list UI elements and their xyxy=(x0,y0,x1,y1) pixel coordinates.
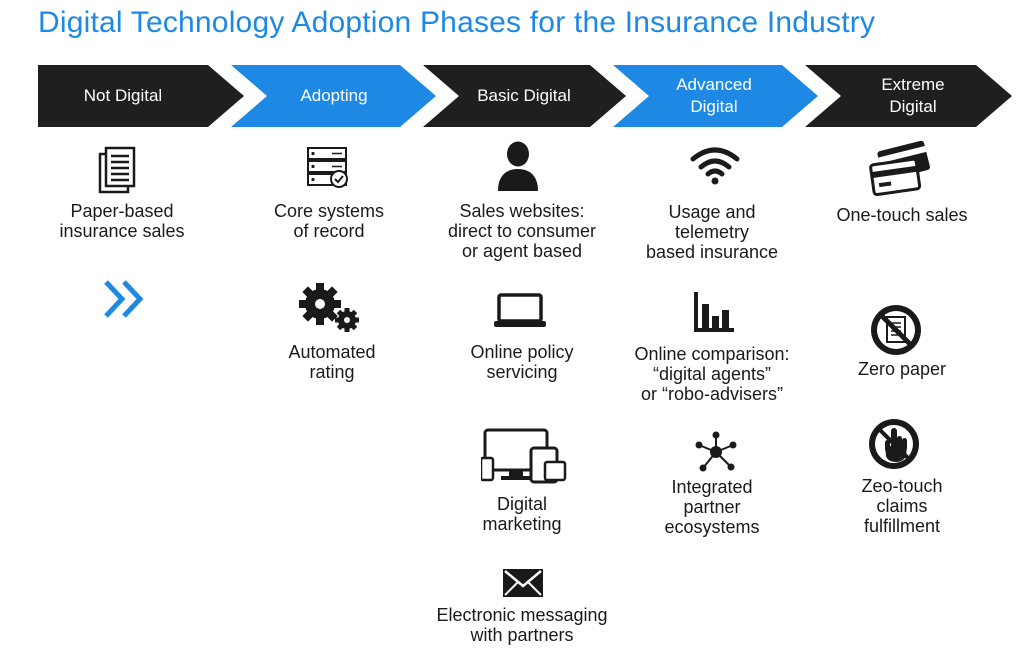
item-one-touch-sales: One-touch sales xyxy=(836,205,968,225)
credit-cards-icon xyxy=(868,140,932,196)
phase-basic-digital-label: Basic Digital xyxy=(477,86,571,105)
item-zero-paper: Zero paper xyxy=(857,359,947,379)
wifi-icon xyxy=(689,145,741,185)
phase-adopting-label: Adopting xyxy=(300,86,368,105)
phase-extreme-digital-chevron xyxy=(805,65,1012,127)
laptop-icon xyxy=(493,293,547,329)
envelope-icon xyxy=(502,568,544,598)
phase-advanced-digital-chevron xyxy=(613,65,818,127)
item-online-comparison: Online comparison:“digital agents”or “ro… xyxy=(634,344,790,404)
phase-chevron-bar xyxy=(38,65,1012,127)
bar-chart-icon xyxy=(692,290,736,334)
network-icon xyxy=(694,430,738,474)
user-icon xyxy=(496,140,540,192)
phase-basic-digital-chevron xyxy=(423,65,626,127)
no-touch-icon xyxy=(866,416,922,472)
server-check-icon xyxy=(306,146,350,190)
document-stack-icon xyxy=(98,146,138,194)
gears-icon xyxy=(298,282,362,334)
phase-not-digital-label: Not Digital xyxy=(83,86,163,105)
phase-not-digital-chevron xyxy=(38,65,244,127)
double-chevron-right-icon xyxy=(102,278,146,320)
no-paper-icon xyxy=(868,302,924,358)
devices-icon xyxy=(481,428,567,484)
phase-adopting-chevron xyxy=(231,65,436,127)
page-title: Digital Technology Adoption Phases for t… xyxy=(38,6,876,39)
